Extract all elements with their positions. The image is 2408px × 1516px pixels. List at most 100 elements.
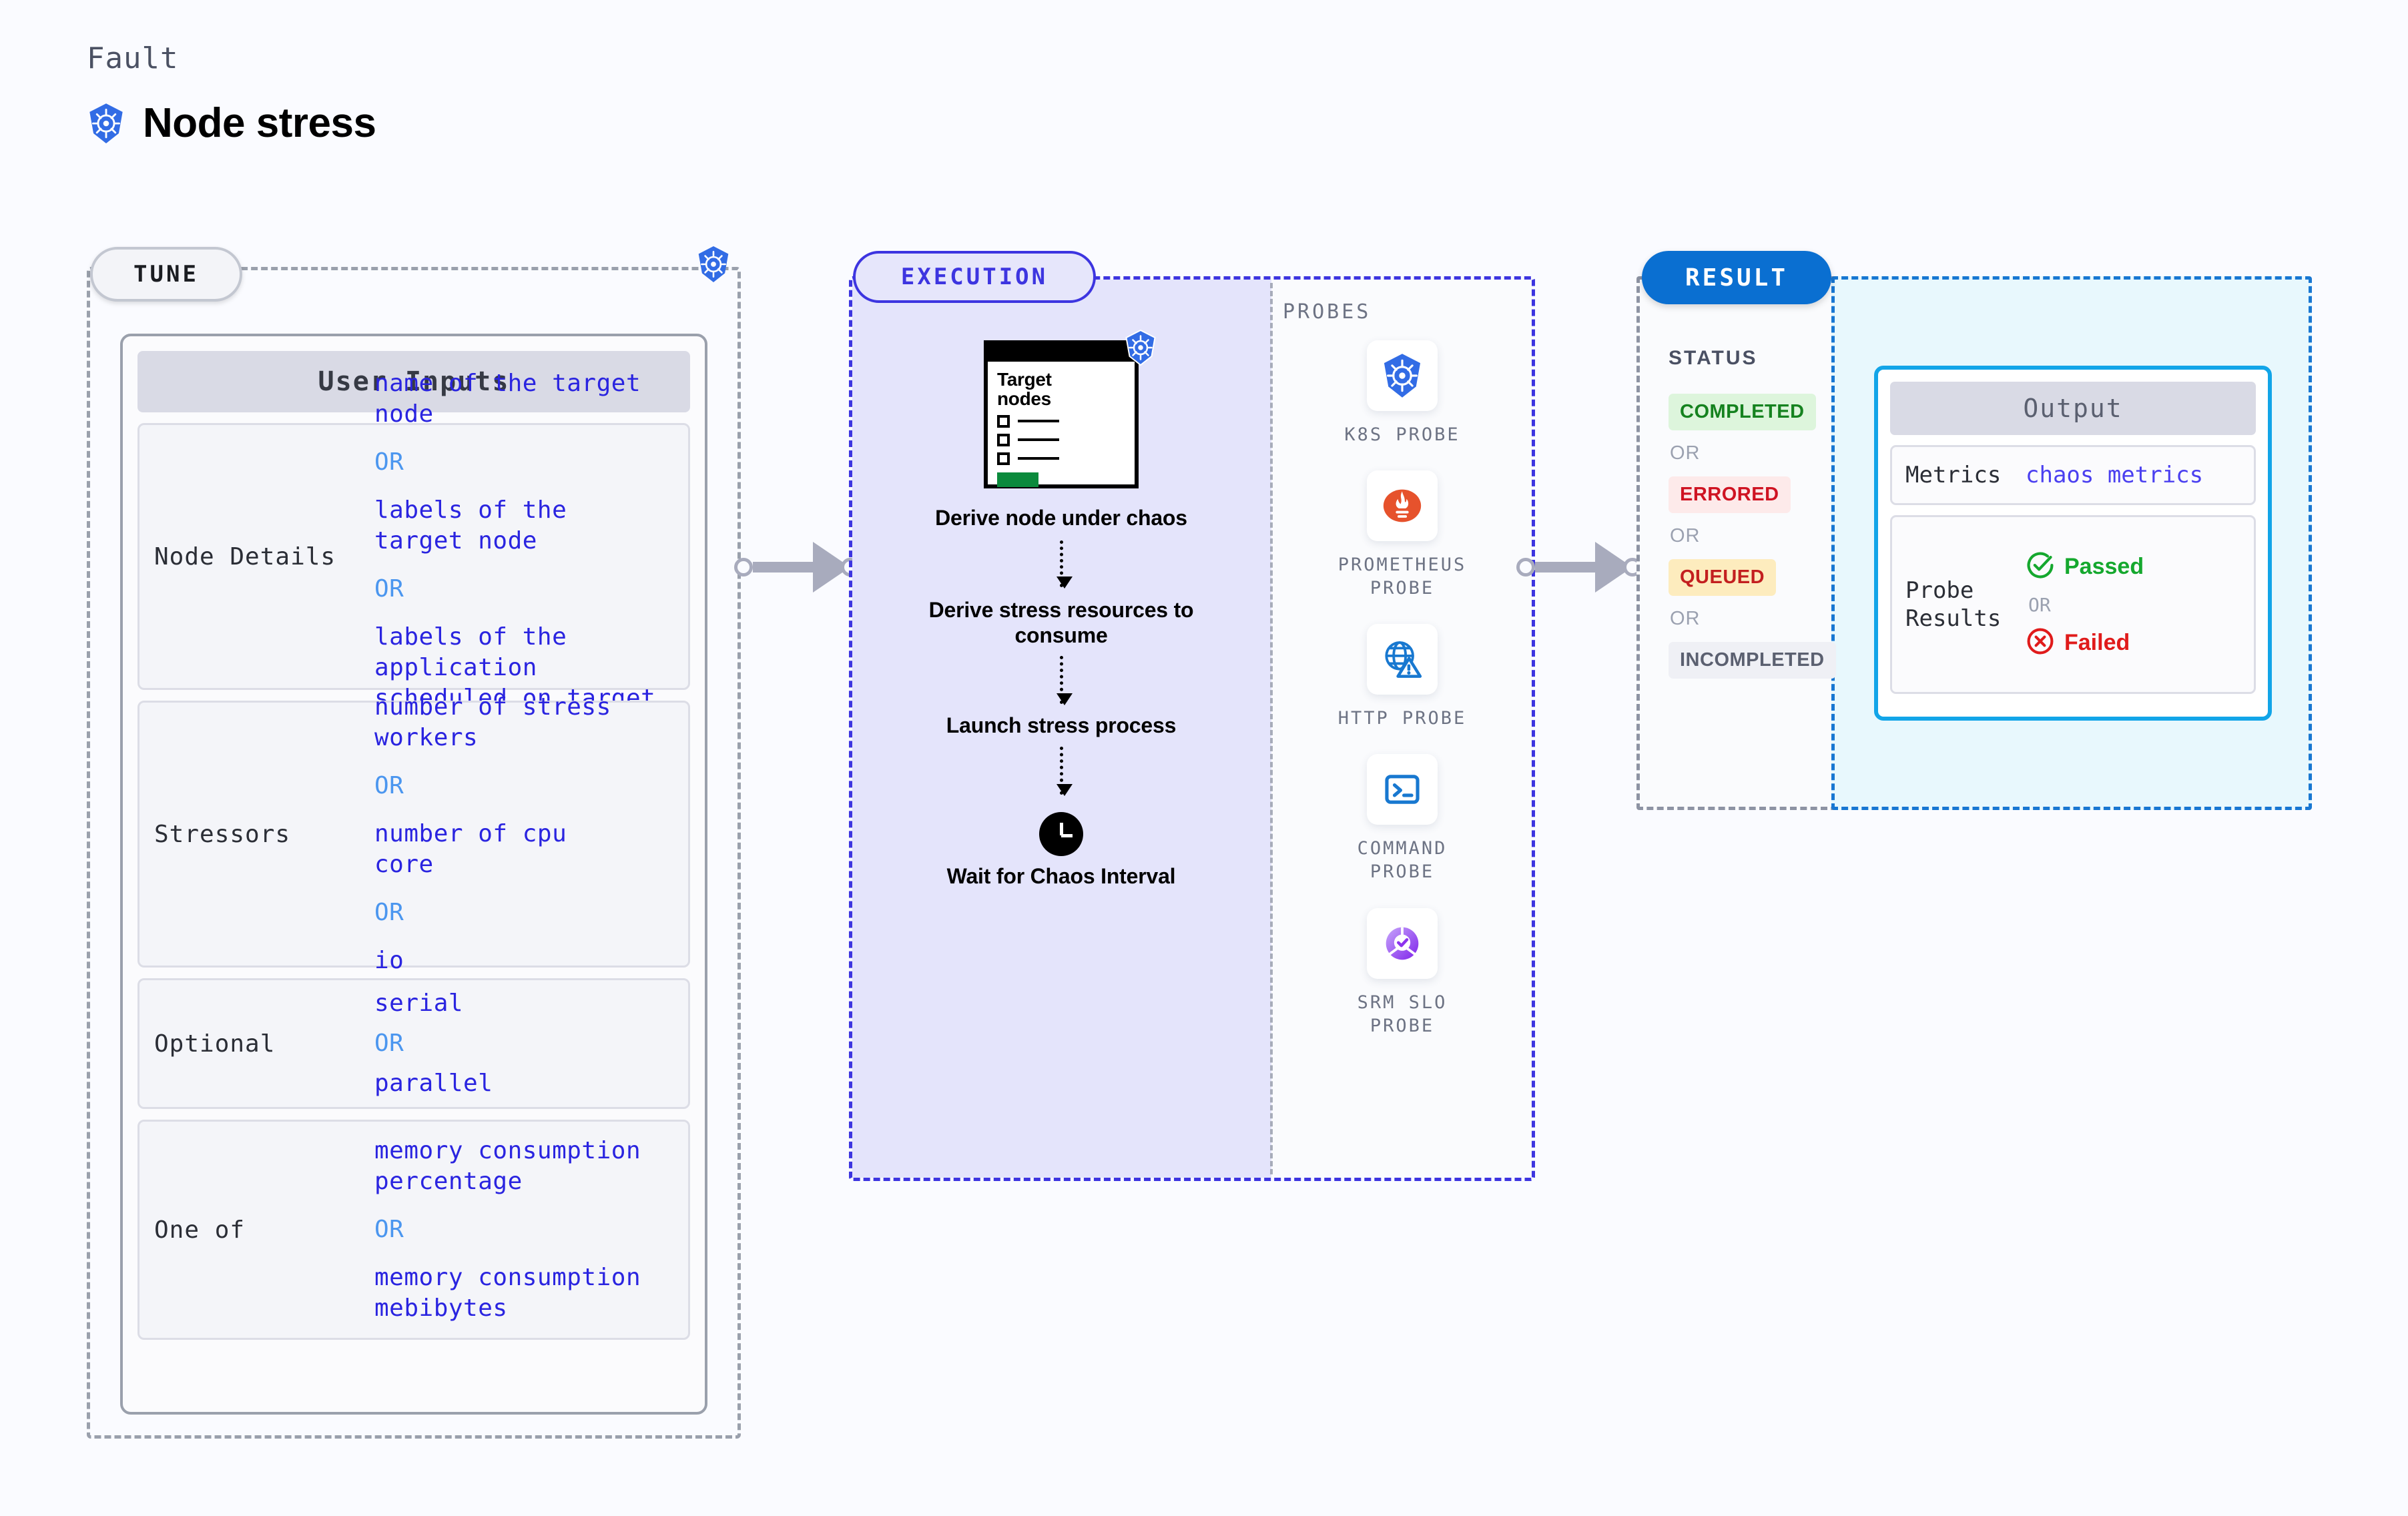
tune-panel-tag: TUNE xyxy=(90,247,242,302)
output-title: Output xyxy=(1890,382,2256,435)
tune-panel-boundary xyxy=(87,267,741,1439)
status-badge: QUEUED xyxy=(1669,559,1777,596)
prometheus-icon xyxy=(1367,470,1438,542)
connector-line xyxy=(1535,562,1596,573)
flow-step-label: Launch stress process xyxy=(946,713,1177,738)
connector-line xyxy=(753,562,814,573)
slo-donut-check-icon xyxy=(1366,907,1438,979)
probe-label: HTTP PROBE xyxy=(1337,708,1467,729)
fault-title-row: Node stress xyxy=(87,99,376,147)
metrics-label: Metrics xyxy=(1905,461,2002,488)
row-values: serial OR parallel xyxy=(374,988,688,1099)
or-separator: OR xyxy=(374,771,404,799)
input-row-one-of: One of memory consumption percentage OR … xyxy=(137,1120,690,1340)
connector-execution-to-result xyxy=(1516,542,1642,593)
flow-step-label: Derive stress resources to consume xyxy=(928,597,1194,647)
row-label: One of xyxy=(154,1216,246,1244)
execution-panel-boundary xyxy=(849,276,1535,1181)
probe-results-label: Probe Results xyxy=(1905,577,2002,633)
check-circle-icon xyxy=(2026,550,2055,583)
row-values: number of stress workers OR number of cp… xyxy=(374,692,688,977)
execution-flow: Target nodes Derive node under chaos Der… xyxy=(888,330,1235,889)
row-values: name of the target node OR labels of the… xyxy=(374,368,688,745)
probe-item-k8s[interactable]: K8S PROBE xyxy=(1344,340,1460,446)
row-label: Node Details xyxy=(154,542,336,571)
or-separator: OR xyxy=(374,448,404,476)
row-value: name of the target node xyxy=(374,369,641,428)
probe-label: K8S PROBE xyxy=(1344,424,1460,445)
checkbox-icon xyxy=(997,414,1010,428)
fault-kicker: Fault xyxy=(87,41,179,75)
row-value: io xyxy=(374,947,404,975)
checkbox-row xyxy=(997,414,1125,428)
page-header: Fault Node stress xyxy=(87,41,376,147)
row-value: memory consumption percentage xyxy=(374,1136,641,1195)
or-separator: OR xyxy=(1670,442,1701,464)
output-row-metrics: Metrics chaos metrics xyxy=(1890,445,2256,505)
probes-background xyxy=(1271,280,1532,1178)
or-separator: OR xyxy=(374,1029,404,1057)
terminal-icon xyxy=(1366,754,1438,825)
row-label: Stressors xyxy=(154,820,291,848)
flow-step-label: Derive node under chaos xyxy=(935,506,1187,530)
checkbox-icon xyxy=(997,433,1010,446)
output-row-probe-results: Probe Results Passed OR xyxy=(1890,515,2256,694)
user-inputs-card: User Inputs Node Details name of the tar… xyxy=(120,334,707,1415)
execution-probes-divider xyxy=(1270,283,1273,1174)
kubernetes-icon xyxy=(1367,340,1438,411)
probe-item-http[interactable]: HTTP PROBE xyxy=(1338,624,1467,730)
flow-step-label: Wait for Chaos Interval xyxy=(946,864,1176,888)
result-status-boundary xyxy=(1636,276,1858,810)
or-separator: OR xyxy=(374,899,404,927)
or-separator: OR xyxy=(2028,593,2051,616)
connector-tune-to-execution xyxy=(734,542,860,593)
input-row-stressors: Stressors number of stress workers OR nu… xyxy=(137,693,690,974)
or-separator: OR xyxy=(1670,525,1701,546)
card-titlebar xyxy=(988,344,1135,362)
kubernetes-icon xyxy=(1124,330,1157,366)
input-row-optional: Optional serial OR parallel xyxy=(137,978,690,1109)
checkbox-icon xyxy=(997,452,1010,465)
or-separator: OR xyxy=(1670,608,1701,629)
or-separator: OR xyxy=(374,1215,404,1243)
rule-line xyxy=(1018,420,1059,423)
connector-start-dot xyxy=(1516,558,1535,577)
failed-label: Failed xyxy=(2064,629,2130,655)
probe-item-prometheus[interactable]: PROMETHEUS PROBE xyxy=(1338,470,1467,600)
passed-label: Passed xyxy=(2064,553,2144,579)
probe-item-srm-slo[interactable]: SRM SLO PROBE xyxy=(1358,907,1448,1038)
target-nodes-illustration: Target nodes xyxy=(984,330,1156,488)
status-badge: COMPLETED xyxy=(1669,394,1816,430)
row-value: serial xyxy=(374,989,464,1017)
x-circle-icon xyxy=(2026,627,2055,659)
metrics-value: chaos metrics xyxy=(2026,462,2204,488)
flow-arrow xyxy=(1056,540,1073,589)
row-value: parallel xyxy=(374,1070,493,1098)
row-value: memory consumption mebibytes xyxy=(374,1264,641,1322)
row-value: number of stress workers xyxy=(374,693,611,751)
kubernetes-icon xyxy=(87,103,125,144)
flow-arrow xyxy=(1056,747,1073,796)
probe-result-failed: Failed xyxy=(2026,627,2144,659)
row-value: number of cpu core xyxy=(374,819,567,879)
row-values: memory consumption percentage OR memory … xyxy=(374,1136,688,1324)
result-panel-tag: RESULT xyxy=(1642,251,1831,304)
probe-item-command[interactable]: COMMAND PROBE xyxy=(1358,754,1448,883)
accent-bar xyxy=(997,472,1038,487)
page-title: Node stress xyxy=(143,100,376,146)
or-separator: OR xyxy=(374,575,404,603)
kubernetes-icon xyxy=(696,246,731,283)
card-body: Target nodes xyxy=(988,362,1135,495)
probe-label: PROMETHEUS PROBE xyxy=(1337,554,1467,599)
user-inputs-title: User Inputs xyxy=(137,351,690,412)
probe-results-values: Passed OR Failed xyxy=(2026,550,2144,659)
status-badge: ERRORED xyxy=(1669,476,1791,513)
clock-icon xyxy=(1039,812,1083,856)
checkbox-row xyxy=(997,433,1125,446)
status-badge: INCOMPLETED xyxy=(1669,642,1836,679)
target-nodes-label: Target nodes xyxy=(997,369,1052,410)
rule-line xyxy=(1018,438,1059,442)
probe-result-passed: Passed xyxy=(2026,550,2144,583)
row-value: labels of the target node xyxy=(374,496,567,554)
input-row-node-details: Node Details name of the target node OR … xyxy=(137,370,690,743)
